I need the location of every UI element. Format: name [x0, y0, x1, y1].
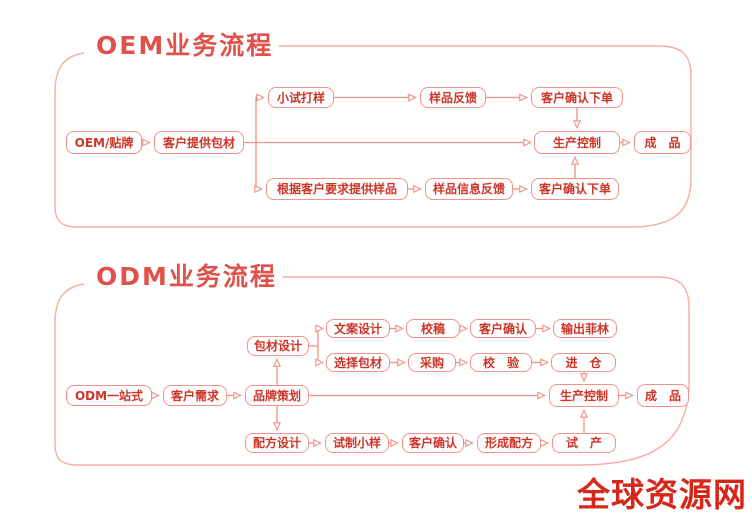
- connector: [255, 98, 263, 143]
- flow-node-odm-pilot: 试 产: [552, 433, 616, 453]
- flow-node-odm-proof: 校稿: [406, 319, 460, 338]
- flow-node-odm-form: 形成配方: [477, 433, 541, 453]
- flow-node-odm-film: 输出菲林: [553, 319, 617, 338]
- flow-node-oem-finished: 成 品: [634, 131, 691, 154]
- flow-node-odm-formula: 配方设计: [245, 433, 309, 453]
- site-watermark: 全球资源网: [577, 475, 747, 514]
- flow-node-odm-purchase: 采购: [408, 353, 456, 372]
- flow-node-oem-feedback: 样品反馈: [420, 87, 486, 108]
- connector: [318, 346, 322, 363]
- flow-node-oem-production: 生产控制: [534, 131, 620, 154]
- odm-section-title: ODM业务流程: [90, 264, 283, 290]
- flow-node-oem-custom-sample: 根据客户要求提供样品: [266, 178, 408, 200]
- flow-node-odm-production: 生产控制: [549, 384, 619, 407]
- flow-node-oem-start: OEM/贴牌: [66, 131, 142, 154]
- flow-node-odm-need: 客户需求: [163, 385, 227, 406]
- flow-node-odm-store: 进 仓: [551, 353, 616, 372]
- flow-node-odm-brand: 品牌策划: [245, 385, 309, 406]
- flow-node-oem-pack: 客户提供包材: [154, 131, 244, 154]
- connector: [309, 329, 322, 347]
- connector: [256, 142, 261, 190]
- flow-node-odm-packdesign: 包材设计: [247, 336, 309, 356]
- oem-section-title: OEM业务流程: [90, 33, 280, 59]
- flow-node-odm-start: ODM一站式: [66, 385, 152, 406]
- flow-node-odm-check: 校 验: [470, 353, 532, 372]
- flow-node-odm-copy: 文案设计: [326, 319, 390, 338]
- flow-node-odm-confirm2: 客户确认: [402, 433, 464, 453]
- flow-node-oem-confirm-bottom: 客户确认下单: [531, 178, 619, 200]
- flow-node-oem-sample-info: 样品信息反馈: [425, 178, 513, 200]
- flow-node-odm-finished: 成 品: [637, 384, 689, 407]
- flow-node-oem-confirm-top: 客户确认下单: [531, 87, 623, 108]
- flow-node-odm-trial: 试制小样: [325, 433, 389, 453]
- flow-node-odm-confirm1: 客户确认: [470, 319, 536, 338]
- flow-node-oem-trial: 小试打样: [268, 87, 334, 108]
- flow-node-odm-choosepack: 选择包材: [326, 353, 390, 372]
